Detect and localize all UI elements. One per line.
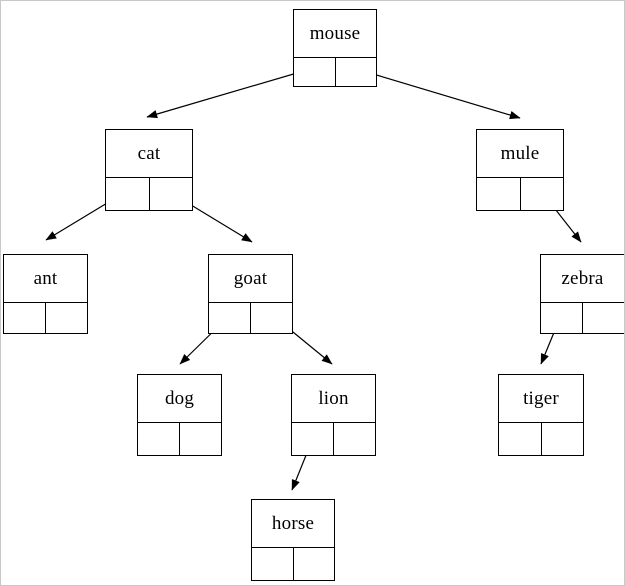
- tree-node-pointer-row: [209, 303, 292, 333]
- left-pointer-cell[interactable]: [4, 303, 46, 333]
- tree-node-tiger[interactable]: tiger: [498, 374, 584, 456]
- right-pointer-cell[interactable]: [336, 58, 377, 86]
- left-pointer-cell[interactable]: [292, 423, 334, 455]
- right-pointer-cell[interactable]: [180, 423, 221, 455]
- left-pointer-cell[interactable]: [541, 303, 583, 333]
- edge-mouse-to-mule: [352, 67, 521, 120]
- left-pointer-cell[interactable]: [138, 423, 180, 455]
- right-pointer-cell[interactable]: [46, 303, 87, 333]
- edge-mouse-to-cat: [146, 67, 315, 119]
- right-pointer-cell[interactable]: [294, 548, 335, 580]
- tree-node-label: goat: [209, 255, 292, 303]
- tree-node-pointer-row: [294, 58, 376, 86]
- left-pointer-cell[interactable]: [106, 178, 150, 210]
- tree-node-mouse[interactable]: mouse: [293, 9, 377, 87]
- tree-node-dog[interactable]: dog: [137, 374, 222, 456]
- tree-node-pointer-row: [541, 303, 624, 333]
- tree-node-cat[interactable]: cat: [105, 129, 193, 211]
- tree-node-label: dog: [138, 375, 221, 423]
- tree-node-pointer-row: [138, 423, 221, 455]
- right-pointer-cell[interactable]: [583, 303, 624, 333]
- right-pointer-cell[interactable]: [251, 303, 292, 333]
- tree-node-ant[interactable]: ant: [3, 254, 88, 334]
- left-pointer-cell[interactable]: [252, 548, 294, 580]
- tree-node-pointer-row: [477, 178, 563, 210]
- left-pointer-cell[interactable]: [294, 58, 336, 86]
- tree-node-pointer-row: [252, 548, 334, 580]
- tree-node-label: cat: [106, 130, 192, 178]
- tree-node-horse[interactable]: horse: [251, 499, 335, 581]
- tree-node-pointer-row: [499, 423, 583, 455]
- tree-node-label: tiger: [499, 375, 583, 423]
- tree-node-mule[interactable]: mule: [476, 129, 564, 211]
- right-pointer-cell[interactable]: [521, 178, 564, 210]
- tree-node-label: lion: [292, 375, 375, 423]
- left-pointer-cell[interactable]: [477, 178, 521, 210]
- tree-node-zebra[interactable]: zebra: [540, 254, 624, 334]
- tree-node-pointer-row: [292, 423, 375, 455]
- tree-node-label: ant: [4, 255, 87, 303]
- tree-node-label: horse: [252, 500, 334, 548]
- tree-node-goat[interactable]: goat: [208, 254, 293, 334]
- right-pointer-cell[interactable]: [334, 423, 375, 455]
- right-pointer-cell[interactable]: [150, 178, 193, 210]
- tree-node-lion[interactable]: lion: [291, 374, 376, 456]
- tree-node-label: mouse: [294, 10, 376, 58]
- tree-node-label: zebra: [541, 255, 624, 303]
- left-pointer-cell[interactable]: [209, 303, 251, 333]
- right-pointer-cell[interactable]: [542, 423, 584, 455]
- left-pointer-cell[interactable]: [499, 423, 542, 455]
- tree-node-pointer-row: [4, 303, 87, 333]
- tree-node-label: mule: [477, 130, 563, 178]
- tree-node-pointer-row: [106, 178, 192, 210]
